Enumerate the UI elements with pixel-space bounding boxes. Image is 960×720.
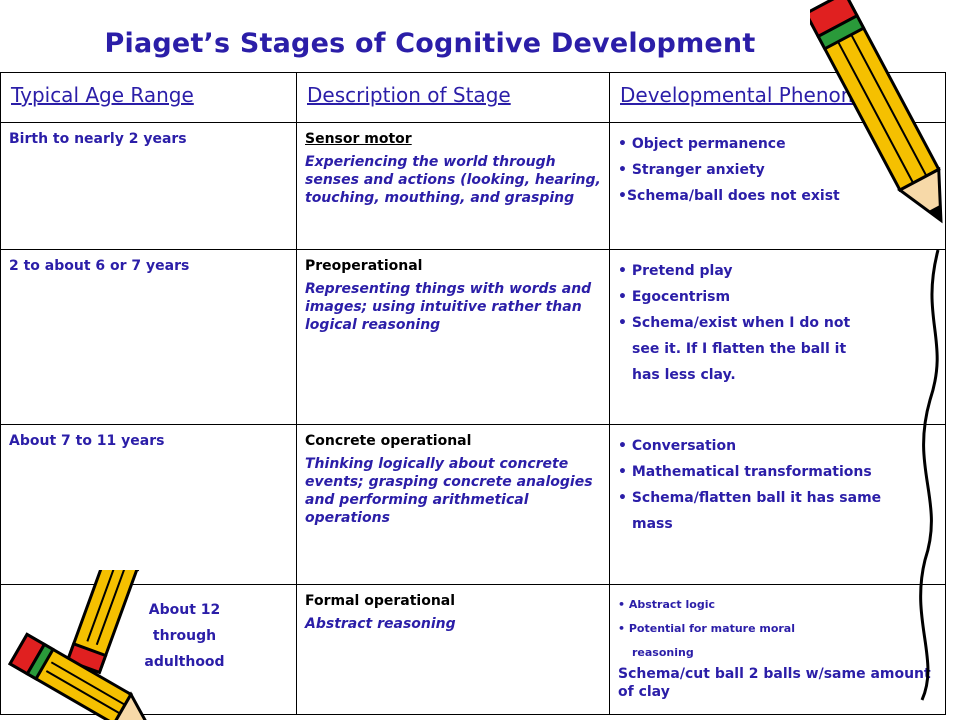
phenomenon: mass [632, 516, 673, 532]
stage-description: Representing things with words and image… [305, 281, 592, 333]
stage-name: Preoperational [305, 258, 423, 274]
phenomenon: • Schema/exist when I do not [618, 315, 851, 331]
pencils-icon [7, 570, 150, 720]
age-cell: About 7 to 11 years [0, 424, 297, 585]
description-cell: Concrete operational Thinking logically … [296, 424, 610, 585]
table-row: Birth to nearly 2 years Sensor motor Exp… [0, 122, 946, 250]
phenomenon: • Pretend play [618, 263, 733, 279]
stage-name: Formal operational [305, 593, 456, 609]
phenomenon: Schema/cut ball 2 balls w/same amount of… [618, 666, 931, 700]
phenomenon: has less clay. [632, 367, 736, 383]
stage-name: Concrete operational [305, 433, 472, 449]
table-row: About 12 through adulthood Formal operat… [0, 584, 946, 715]
description-cell: Formal operational Abstract reasoning [296, 584, 610, 715]
stage-description: Experiencing the world through senses an… [305, 154, 601, 206]
phenomenon: see it. If I flatten the ball it [632, 341, 847, 357]
stage-description: Thinking logically about concrete events… [305, 456, 593, 526]
description-cell: Preoperational Representing things with … [296, 249, 610, 425]
phenomena-cell: • Conversation • Mathematical transforma… [609, 424, 946, 585]
table-row: 2 to about 6 or 7 years Preoperational R… [0, 249, 946, 425]
phenomenon: • Egocentrism [618, 289, 731, 305]
phenomenon: reasoning [632, 646, 694, 659]
table-header-row: Typical Age Range Description of Stage D… [0, 72, 946, 123]
table-row: About 7 to 11 years Concrete operational… [0, 424, 946, 585]
column-header: Description of Stage [296, 72, 610, 123]
phenomenon: • Potential for mature moral [618, 622, 796, 635]
phenomena-cell: • Abstract logic • Potential for mature … [609, 584, 946, 715]
age-cell: Birth to nearly 2 years [0, 122, 297, 250]
phenomenon: • Schema/flatten ball it has same [618, 490, 882, 506]
stage-description: Abstract reasoning [305, 616, 456, 632]
phenomenon: •Schema/ball does not exist [618, 188, 840, 204]
phenomenon: • Abstract logic [618, 598, 716, 611]
phenomenon: • Stranger anxiety [618, 162, 765, 178]
phenomenon: • Conversation [618, 438, 737, 454]
phenomenon: • Mathematical transformations [618, 464, 872, 480]
phenomenon: • Object permanence [618, 136, 786, 152]
page-title: Piaget’s Stages of Cognitive Development [104, 28, 756, 59]
phenomena-cell: • Pretend play • Egocentrism • Schema/ex… [609, 249, 946, 425]
age-cell: 2 to about 6 or 7 years [0, 249, 297, 425]
stages-table: Typical Age Range Description of Stage D… [0, 72, 946, 715]
stage-name: Sensor motor [305, 131, 412, 147]
description-cell: Sensor motor Experiencing the world thro… [296, 122, 610, 250]
column-header: Typical Age Range [0, 72, 297, 123]
pencil-icon [810, 0, 943, 701]
